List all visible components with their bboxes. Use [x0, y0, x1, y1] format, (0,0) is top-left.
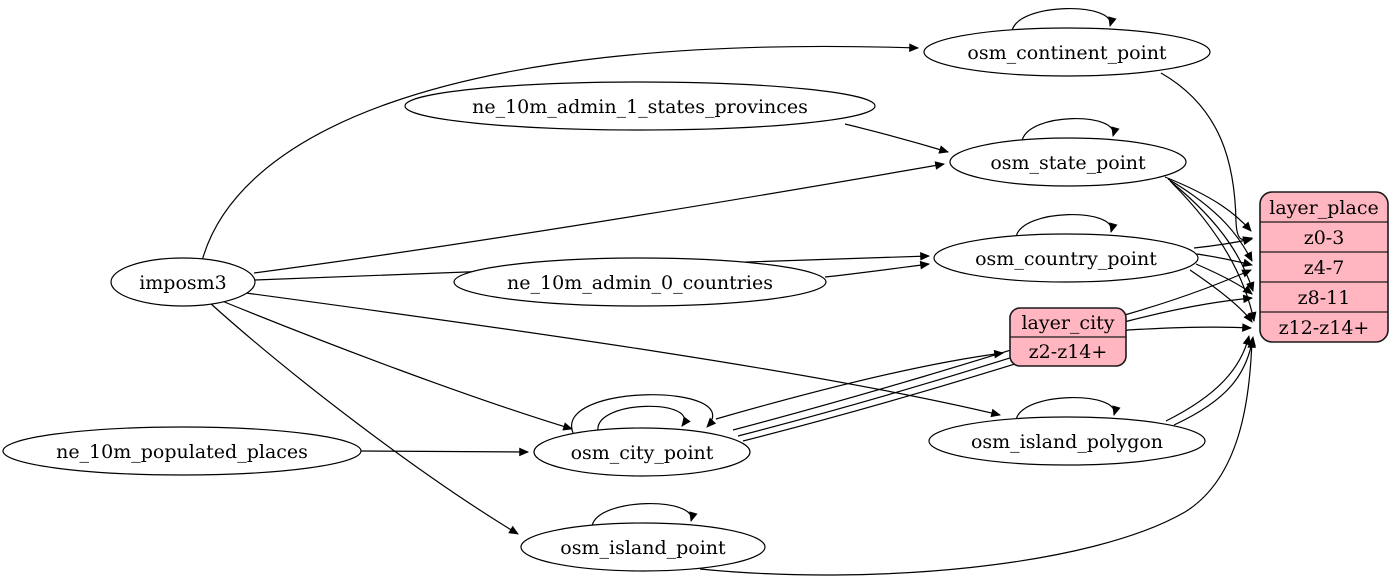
edge-osm-state-point-layer-place-z12-z14 [1171, 182, 1257, 322]
osm-city-point-label: osm_city_point [571, 442, 714, 464]
layer-place-row-z4-7: z4-7 [1304, 257, 1345, 279]
node-osm-continent-point: osm_continent_point [923, 27, 1211, 77]
ne-populated-places-label: ne_10m_populated_places [56, 441, 308, 463]
edge-osm-city-point-layer-city-z2-z14 [715, 349, 1005, 420]
layer-place-row-z12-z14: z12-z14+ [1279, 317, 1370, 339]
edge-osm-state-point-layer-place-z0-3 [1164, 176, 1252, 232]
self-loop-inner-osm-city-point [597, 405, 691, 432]
node-ne-10m-admin-1-states-provinces: ne_10m_admin_1_states_provinces [404, 81, 876, 131]
edge-imposm3-osm-city-point [221, 300, 573, 431]
edge-osm-country-point-layer-place-z0-3 [1193, 236, 1253, 249]
edge-osm-island-point-layer-place-z12-z14 [699, 337, 1256, 576]
osm-island-point-label: osm_island_point [560, 537, 726, 559]
edge-imposm3-osm-island-polygon [245, 292, 1001, 418]
osm-island-point-shape [520, 522, 766, 572]
self-loop-osm-island-point [591, 502, 698, 527]
node-layer-city: layer_city z2-z14+ [1009, 307, 1127, 367]
ne-states-provinces-label: ne_10m_admin_1_states_provinces [472, 96, 808, 118]
layer-place-row-z8-11: z8-11 [1298, 287, 1351, 309]
imposm3-label: imposm3 [139, 272, 227, 294]
node-ne-10m-admin-0-countries: ne_10m_admin_0_countries [453, 257, 827, 307]
layer-city-row-z2-z14: z2-z14+ [1029, 341, 1108, 363]
osm-country-point-shape [933, 233, 1199, 283]
edge-imposm3-osm-island-point [209, 302, 519, 535]
imposm3-shape [110, 257, 256, 307]
edge-ne-populated-places-osm-city-point [360, 447, 530, 457]
edge-osm-country-point-layer-place-z4-7 [1196, 253, 1253, 268]
ne-countries-label: ne_10m_admin_0_countries [507, 272, 773, 294]
self-loop-osm-state-point [1021, 117, 1120, 142]
self-loop-osm-continent-point [1011, 7, 1117, 32]
edge-ne-countries-osm-country-point [824, 260, 931, 278]
edge-osm-island-polygon-layer-place-z12-z14-b [1173, 335, 1256, 426]
ne-states-provinces-shape [404, 81, 876, 131]
osm-island-polygon-label: osm_island_polygon [971, 431, 1163, 453]
edge-paths [201, 7, 1257, 576]
edge-osm-country-point-layer-place-z12-z14 [1189, 269, 1253, 323]
osm-state-point-shape [949, 137, 1187, 187]
osm-continent-point-label: osm_continent_point [967, 42, 1167, 64]
edge-osm-state-point-layer-place-z4-7 [1167, 178, 1253, 262]
edge-ne-states-provinces-osm-state-point [844, 123, 949, 154]
layer-place-row-z0-3: z0-3 [1304, 227, 1345, 249]
layer-place-title: layer_place [1269, 197, 1378, 219]
self-loop-outer-osm-city-point [570, 394, 717, 434]
osm-state-point-label: osm_state_point [990, 152, 1146, 174]
osm-island-polygon-shape [928, 416, 1206, 466]
self-loop-osm-island-polygon [1015, 396, 1121, 421]
node-osm-country-point: osm_country_point [933, 233, 1199, 283]
edge-osm-city-point-layer-place-z8-11 [737, 294, 1254, 437]
layer-city-title: layer_city [1021, 312, 1114, 334]
ne-countries-shape [453, 257, 827, 307]
node-osm-city-point: osm_city_point [533, 427, 751, 477]
edge-osm-city-point-layer-place-z4-7 [732, 269, 1252, 431]
layer-place-box [1259, 191, 1389, 343]
node-osm-island-polygon: osm_island_polygon [928, 416, 1206, 466]
node-osm-state-point: osm_state_point [949, 137, 1187, 187]
node-layer-place: layer_place z0-3 z4-7 z8-11 z12-z14+ [1259, 191, 1389, 343]
edge-osm-country-point-layer-place-z8-11 [1195, 263, 1253, 295]
node-ne-10m-populated-places: ne_10m_populated_places [2, 426, 362, 476]
osm-continent-point-shape [923, 27, 1211, 77]
ne-populated-places-shape [2, 426, 362, 476]
edge-osm-continent-point-layer-place-z0-3 [1160, 72, 1253, 245]
node-imposm3: imposm3 [110, 257, 256, 307]
osm-country-point-label: osm_country_point [975, 248, 1157, 270]
edge-imposm3-osm-state-point [253, 161, 946, 274]
edge-osm-island-polygon-layer-place-z12-z14-a [1165, 335, 1252, 422]
edge-imposm3-osm-continent-point [201, 43, 920, 262]
self-loop-osm-country-point [1015, 213, 1118, 238]
node-osm-island-point: osm_island_point [520, 522, 766, 572]
osm-city-point-shape [533, 427, 751, 477]
